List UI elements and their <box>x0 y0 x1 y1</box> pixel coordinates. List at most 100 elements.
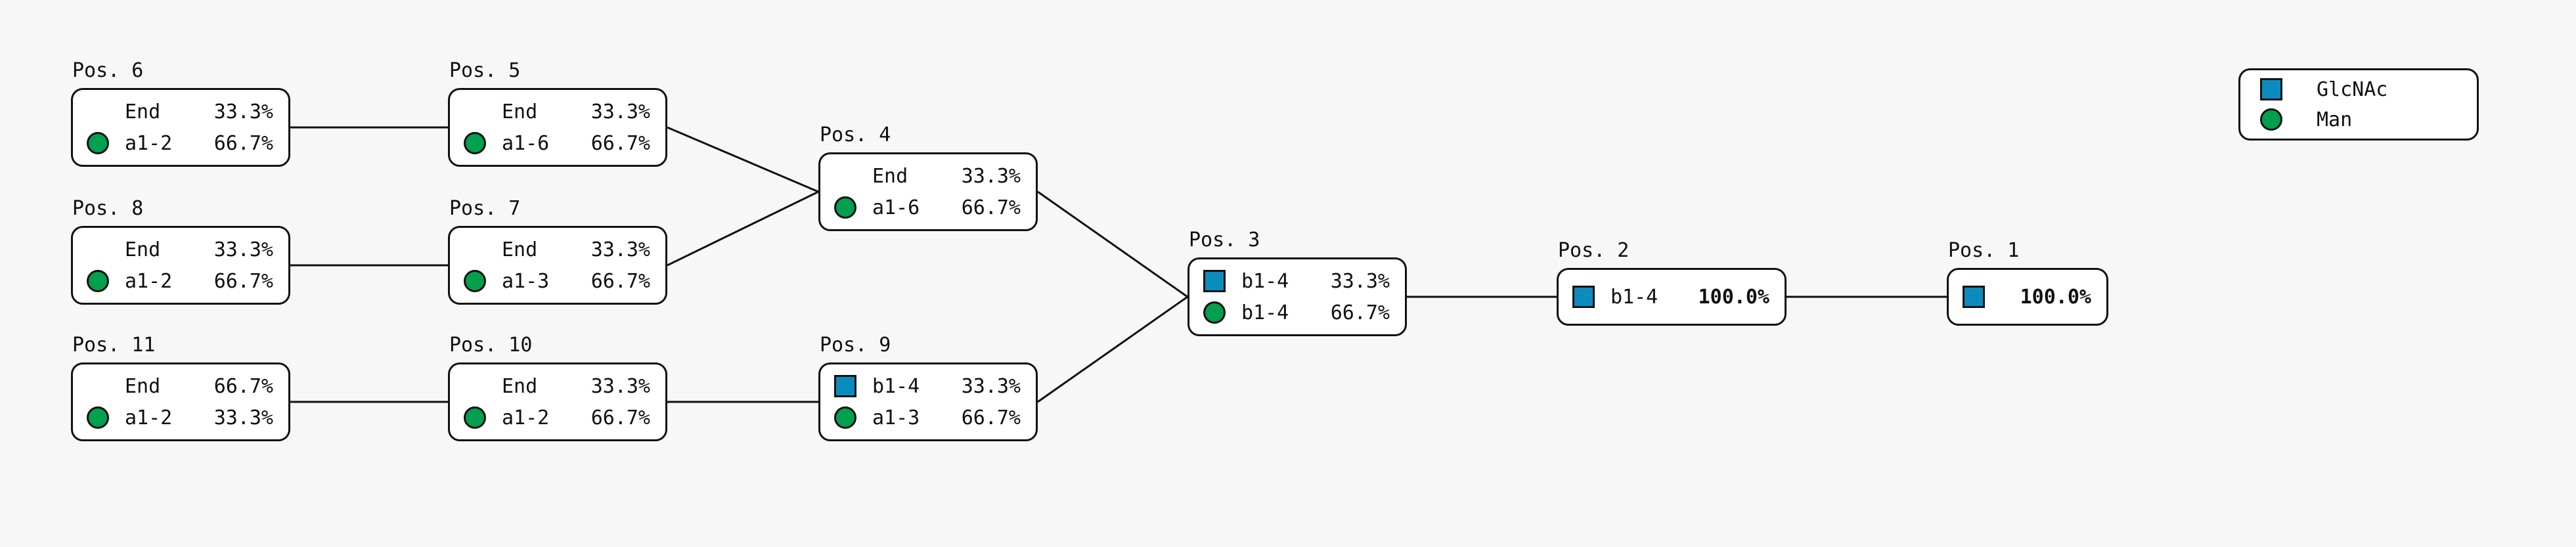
legend-glyph-cell <box>2260 108 2317 131</box>
man-circle-glyph <box>834 196 856 219</box>
percentage-value: 33.3% <box>213 100 273 123</box>
legend-label: GlcNAc <box>2317 77 2388 101</box>
percentage-value: 33.3% <box>1330 269 1390 293</box>
legend-glyph-cell <box>2260 78 2317 100</box>
glcnac-square-glyph <box>1203 270 1226 292</box>
percentage-value: 33.3% <box>213 406 273 429</box>
linkage-label: a1-3 <box>502 269 550 293</box>
percentage-value: 66.7% <box>590 131 650 155</box>
man-circle-glyph <box>87 270 109 292</box>
linkage-label: End <box>502 374 538 398</box>
percentage-value: 66.7% <box>590 406 650 429</box>
linkage-label: End <box>125 238 161 261</box>
node-position-label: Pos. 11 <box>72 334 156 357</box>
percentage-value: 66.7% <box>213 131 273 155</box>
linkage-label: b1-4 <box>1241 301 1289 324</box>
empty-glyph <box>464 100 486 123</box>
node-position-label: Pos. 6 <box>72 59 144 82</box>
glyph-cell <box>1203 270 1239 292</box>
linkage-label: a1-6 <box>872 196 920 219</box>
man-circle-glyph <box>1203 301 1226 324</box>
empty-glyph <box>464 238 486 261</box>
linkage-label: End <box>125 100 161 123</box>
percentage-value: 33.3% <box>961 374 1021 398</box>
node-pos3[interactable]: Pos. 3 b1-4 33.3% b1-4 66.7% <box>1188 229 1407 336</box>
legend-item: GlcNAc <box>2260 74 2457 104</box>
node-row: b1-4 66.7% <box>1203 297 1390 328</box>
empty-glyph <box>87 100 109 123</box>
node-box <box>71 88 290 167</box>
node-box <box>448 226 667 305</box>
node-position-label: Pos. 1 <box>1948 239 2020 262</box>
percentage-value: 100.0% <box>2020 285 2091 309</box>
percentage-value: 33.3% <box>961 164 1021 188</box>
node-position-label: Pos. 4 <box>820 123 891 146</box>
glcnac-square-glyph <box>1572 286 1595 308</box>
glyph-cell <box>1572 286 1608 308</box>
glyph-cell <box>1963 286 1998 308</box>
glyph-cell <box>87 238 122 261</box>
glcnac-square-glyph <box>834 375 856 397</box>
man-circle-glyph <box>87 132 109 154</box>
edge-pos4-to-pos3 <box>1037 190 1188 298</box>
glyph-cell <box>87 100 122 123</box>
node-row: b1-4 33.3% <box>834 370 1021 402</box>
node-position-label: Pos. 3 <box>1189 229 1260 252</box>
node-box <box>448 362 667 441</box>
node-position-label: Pos. 8 <box>72 197 144 220</box>
linkage-label: a1-2 <box>502 406 550 429</box>
glyph-cell <box>834 375 870 397</box>
linkage-label: b1-4 <box>1610 285 1658 309</box>
glcnac-square-glyph <box>1963 286 1985 308</box>
man-circle-glyph <box>2260 108 2282 131</box>
man-circle-glyph <box>834 406 856 429</box>
percentage-value: 33.3% <box>590 238 650 261</box>
glyph-cell <box>87 270 122 292</box>
linkage-label: End <box>502 100 538 123</box>
edge-pos5-to-pos4 <box>667 126 819 193</box>
glyph-cell <box>87 132 122 154</box>
empty-glyph <box>834 165 856 187</box>
linkage-label: b1-4 <box>872 374 920 398</box>
node-row: a1-2 66.7% <box>464 402 650 433</box>
man-circle-glyph <box>464 270 486 292</box>
glcnac-square-glyph <box>2260 78 2282 100</box>
edge-pos7-to-pos4 <box>667 190 819 267</box>
node-rows: b1-4 33.3% b1-4 66.7% <box>1188 257 1407 336</box>
percentage-value: 66.7% <box>1330 301 1390 324</box>
percentage-value: 66.7% <box>213 269 273 293</box>
linkage-label: a1-3 <box>872 406 920 429</box>
man-circle-glyph <box>464 406 486 429</box>
node-position-label: Pos. 10 <box>449 334 533 357</box>
glyph-cell <box>834 196 870 219</box>
glyph-cell <box>87 375 122 397</box>
node-position-label: Pos. 2 <box>1558 239 1630 262</box>
linkage-label: b1-4 <box>1241 269 1289 293</box>
node-box <box>448 88 667 167</box>
glyph-cell <box>1203 301 1239 324</box>
